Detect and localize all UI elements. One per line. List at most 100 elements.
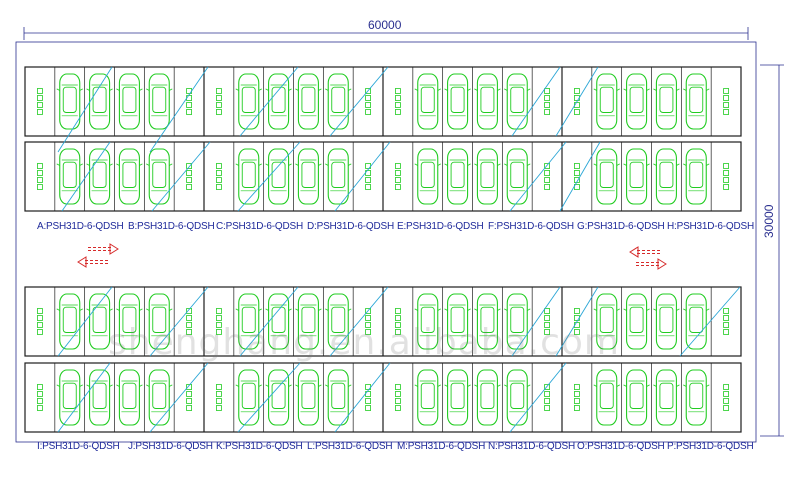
- car-icon: [146, 293, 173, 350]
- car-icon: [593, 293, 620, 350]
- car-mirror: [295, 163, 299, 166]
- lift-mark: [544, 95, 550, 101]
- car-mirror: [616, 163, 620, 166]
- car-roof: [62, 86, 77, 113]
- car-mirror: [467, 163, 471, 166]
- lift-mark: [544, 163, 550, 169]
- car-mirror: [146, 88, 150, 91]
- lift-mark: [365, 405, 371, 411]
- car-mirror: [676, 308, 680, 311]
- car-mirror: [623, 308, 627, 311]
- lift-mark: [723, 398, 729, 404]
- car-icon: [116, 73, 143, 130]
- car-roof: [301, 306, 316, 333]
- lift-mark: [186, 102, 192, 108]
- car-mirror: [504, 308, 508, 311]
- car-body: [476, 73, 498, 130]
- car-body: [297, 369, 319, 426]
- car-roof: [301, 382, 316, 409]
- lift-icon: [216, 163, 222, 190]
- lift-mark: [723, 177, 729, 183]
- car-mirror: [79, 88, 83, 91]
- car-mirror: [414, 88, 418, 91]
- car-mirror: [109, 384, 113, 387]
- car-roof: [152, 306, 167, 333]
- car-mirror: [706, 308, 710, 311]
- car-body: [148, 73, 170, 130]
- lift-icon: [723, 384, 729, 411]
- unit-label: H:PSH31D-6-QDSH: [667, 221, 755, 232]
- car-body: [297, 73, 319, 130]
- ramp-line: [334, 362, 391, 433]
- car-body: [118, 148, 140, 205]
- unit-label: C:PSH31D-6-QDSH: [216, 221, 304, 232]
- car-mirror: [86, 308, 90, 311]
- car-body: [238, 148, 260, 205]
- lift-mark: [216, 329, 222, 335]
- car-body: [148, 148, 170, 205]
- lift-mark: [395, 102, 401, 108]
- lift-mark: [723, 322, 729, 328]
- width-dimension-label: 60000: [368, 18, 402, 32]
- car-mirror: [169, 88, 173, 91]
- lift-mark: [186, 177, 192, 183]
- car-icon: [653, 148, 680, 205]
- car-mirror: [504, 163, 508, 166]
- ramp-line: [329, 66, 389, 137]
- car-roof: [659, 306, 674, 333]
- car-body: [447, 369, 469, 426]
- car-roof: [689, 306, 704, 333]
- lift-mark: [37, 398, 43, 404]
- lift-mark: [216, 88, 222, 94]
- car-mirror: [467, 88, 471, 91]
- car-mirror: [79, 384, 83, 387]
- lift-icon: [37, 163, 43, 190]
- car-mirror: [623, 163, 627, 166]
- lift-mark: [216, 102, 222, 108]
- lift-mark: [365, 109, 371, 115]
- car-body: [685, 369, 707, 426]
- car-icon: [146, 148, 173, 205]
- lift-mark: [723, 308, 729, 314]
- car-icon: [444, 293, 471, 350]
- car-mirror: [414, 384, 418, 387]
- car-roof: [92, 86, 107, 113]
- car-body: [685, 73, 707, 130]
- car-icon: [414, 73, 441, 130]
- car-roof: [331, 86, 346, 113]
- car-icon: [235, 369, 262, 426]
- car-body: [626, 293, 648, 350]
- car-mirror: [497, 308, 501, 311]
- lift-mark: [37, 384, 43, 390]
- car-roof: [659, 382, 674, 409]
- unit-label: B:PSH31D-6-QDSH: [128, 221, 215, 232]
- car-roof: [122, 382, 137, 409]
- car-icon: [146, 73, 173, 130]
- lift-icon: [37, 88, 43, 115]
- car-icon: [295, 293, 322, 350]
- car-body: [476, 369, 498, 426]
- lift-mark: [723, 88, 729, 94]
- car-mirror: [86, 163, 90, 166]
- car-body: [327, 293, 349, 350]
- unit-label: F:PSH31D-6-QDSH: [488, 221, 574, 232]
- lift-mark: [723, 391, 729, 397]
- car-roof: [420, 306, 435, 333]
- car-icon: [683, 148, 710, 205]
- car-mirror: [616, 384, 620, 387]
- car-body: [655, 293, 677, 350]
- car-mirror: [646, 163, 650, 166]
- lift-mark: [544, 405, 550, 411]
- car-mirror: [623, 88, 627, 91]
- lift-mark: [395, 322, 401, 328]
- car-mirror: [325, 163, 329, 166]
- car-icon: [474, 369, 501, 426]
- unit-label: G:PSH31D-6-QDSH: [577, 221, 665, 232]
- lift-mark: [544, 398, 550, 404]
- car-mirror: [109, 88, 113, 91]
- car-mirror: [146, 163, 150, 166]
- car-roof: [480, 86, 495, 113]
- car-roof: [122, 161, 137, 188]
- car-icon: [474, 73, 501, 130]
- car-icon: [116, 369, 143, 426]
